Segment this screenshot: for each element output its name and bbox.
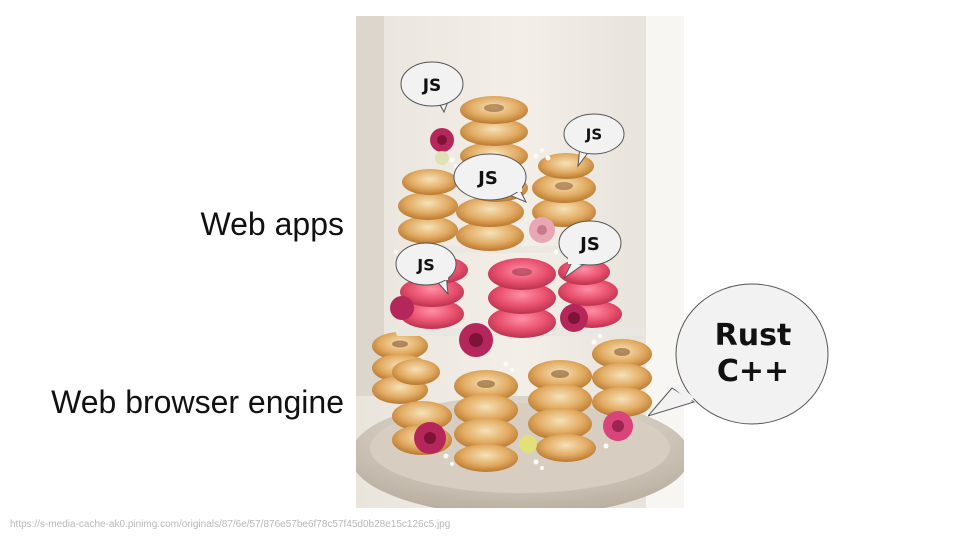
js-bubble-2-text: JS [585, 126, 602, 144]
source-url: https://s-media-cache-ak0.pinimg.com/ori… [10, 519, 451, 530]
engine-bubble-text: Rust C++ [688, 318, 818, 390]
web-apps-label: Web apps [200, 206, 345, 242]
js-bubble-2: JS [563, 113, 625, 168]
js-bubble-5-text: JS [416, 256, 434, 275]
engine-languages-bubble: Rust C++ [646, 282, 830, 432]
js-bubble-4-text: JS [578, 234, 600, 255]
js-bubble-5: JS [395, 242, 457, 296]
js-bubble-3-text: JS [476, 168, 498, 189]
donut-tower-photo: JS JS JS JS [356, 16, 684, 508]
js-bubble-1: JS [400, 61, 464, 114]
js-bubble-4: JS [558, 220, 622, 279]
rust-text: Rust [714, 318, 792, 353]
js-bubble-1-text: JS [422, 76, 442, 96]
js-bubble-3: JS [453, 153, 528, 203]
web-browser-engine-label: Web browser engine [51, 384, 344, 420]
cpp-text: C++ [716, 354, 790, 389]
